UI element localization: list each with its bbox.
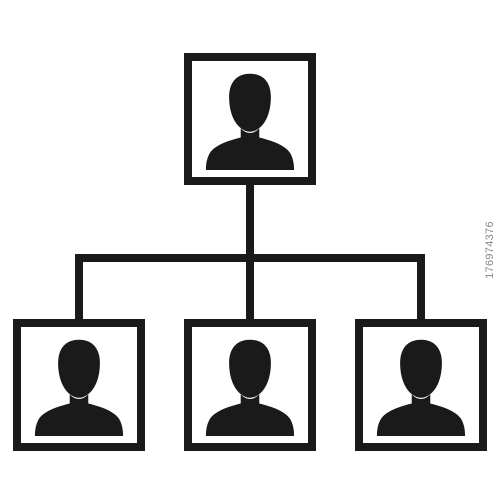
head-shape	[229, 73, 271, 132]
node-top	[184, 53, 316, 185]
node-left	[13, 319, 145, 451]
nodes	[13, 53, 487, 451]
node-center	[184, 319, 316, 451]
head-shape	[229, 339, 271, 398]
person-silhouette-icon	[34, 339, 124, 437]
body-shape	[205, 394, 295, 437]
person-silhouette-icon	[205, 339, 295, 437]
body-shape	[34, 394, 124, 437]
person-silhouette-icon	[205, 73, 295, 171]
connectors	[75, 185, 425, 319]
stock-id-label: 176974376	[484, 221, 496, 279]
person-silhouette-icon	[376, 339, 466, 437]
head-shape	[58, 339, 100, 398]
body-shape	[205, 128, 295, 171]
node-right	[355, 319, 487, 451]
body-shape	[376, 394, 466, 437]
head-shape	[400, 339, 442, 398]
